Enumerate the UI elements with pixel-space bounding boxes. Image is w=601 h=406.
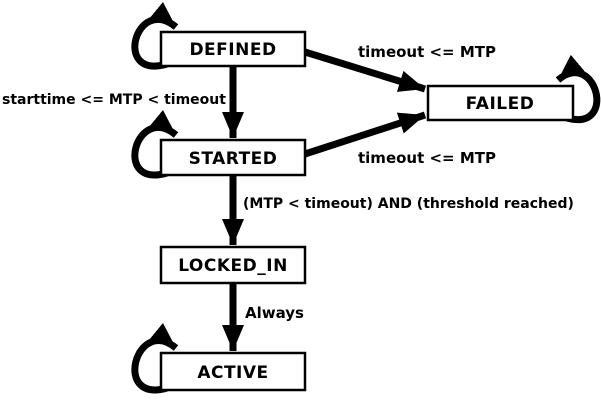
edge-label-started-failed: timeout <= MTP <box>358 149 496 167</box>
edge-defined-to-failed <box>303 48 427 93</box>
state-defined-label: DEFINED <box>189 40 276 60</box>
state-defined-box <box>159 30 307 68</box>
self-loop-started <box>131 109 179 179</box>
state-started-box <box>159 138 307 177</box>
self-loop-failed <box>555 54 601 124</box>
state-locked-in-label: LOCKED_IN <box>178 256 288 276</box>
state-failed-box <box>426 84 575 122</box>
edge-label-defined-failed: timeout <= MTP <box>358 43 496 61</box>
edge-label-defined-started: starttime <= MTP < timeout <box>2 92 226 108</box>
self-loop-active <box>131 322 179 394</box>
state-active-label: ACTIVE <box>197 363 268 383</box>
self-loop-defined <box>131 1 179 70</box>
edge-label-started-locked-in: (MTP < timeout) AND (threshold reached) <box>243 196 574 212</box>
edge-label-locked-in-active: Always <box>245 304 304 322</box>
edge-started-to-failed <box>303 111 427 158</box>
state-locked-in-box <box>159 245 307 285</box>
state-failed-label: FAILED <box>466 94 535 114</box>
state-started-label: STARTED <box>189 149 278 169</box>
state-active-box <box>159 351 307 392</box>
